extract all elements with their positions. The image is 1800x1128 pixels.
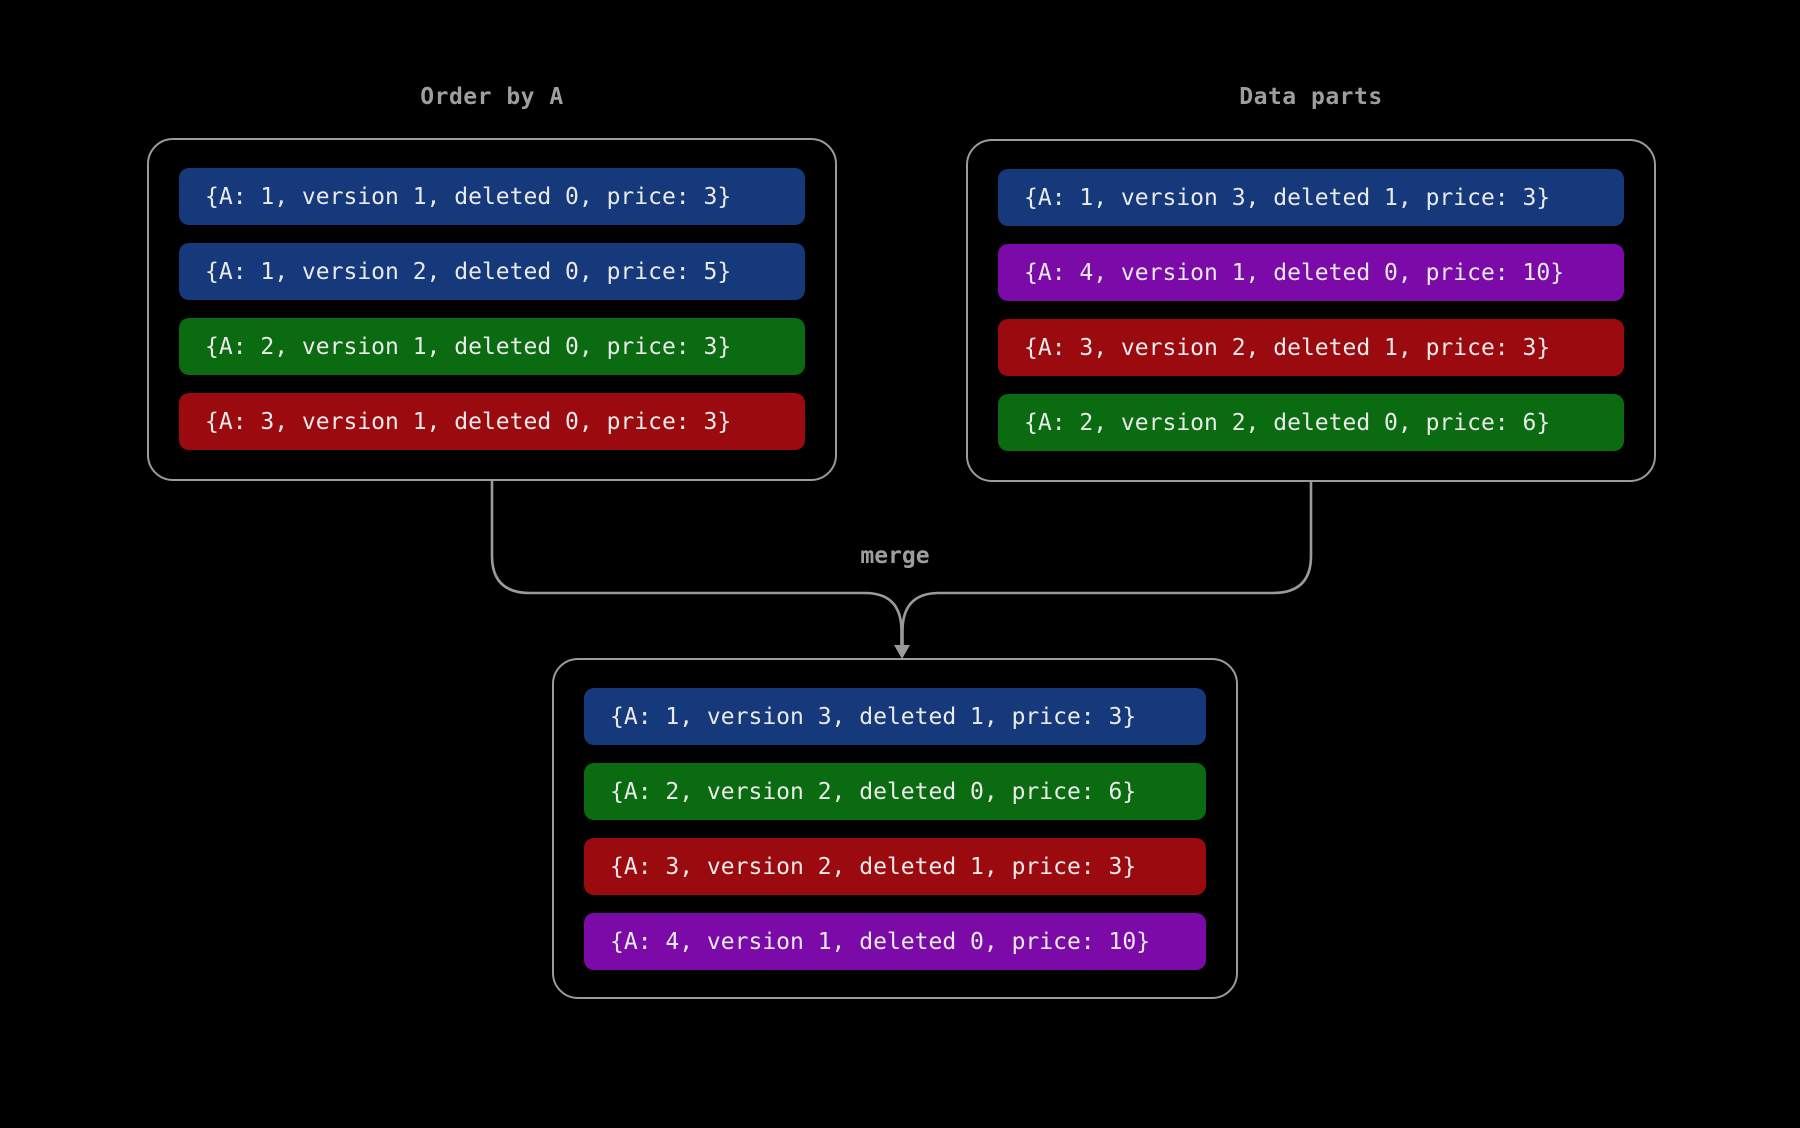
- data-part-row: {A: 3, version 2, deleted 1, price: 3}: [584, 838, 1206, 895]
- data-part-row: {A: 4, version 1, deleted 0, price: 10}: [584, 913, 1206, 970]
- right-panel-title: Data parts: [1239, 84, 1383, 110]
- right-panel-box: {A: 1, version 3, deleted 1, price: 3} {A…: [966, 139, 1656, 482]
- result-panel-box: {A: 1, version 3, deleted 1, price: 3} {A…: [552, 658, 1238, 999]
- left-panel-title: Order by A: [420, 84, 564, 110]
- data-part-row: {A: 1, version 3, deleted 1, price: 3}: [998, 169, 1624, 226]
- data-part-row: {A: 2, version 1, deleted 0, price: 3}: [179, 318, 805, 375]
- arrowhead-icon: [894, 645, 910, 659]
- data-part-row: {A: 1, version 1, deleted 0, price: 3}: [179, 168, 805, 225]
- merge-label: merge: [860, 543, 930, 569]
- data-part-row: {A: 3, version 1, deleted 0, price: 3}: [179, 393, 805, 450]
- data-part-row: {A: 4, version 1, deleted 0, price: 10}: [998, 244, 1624, 301]
- data-part-row: {A: 1, version 2, deleted 0, price: 5}: [179, 243, 805, 300]
- data-part-row: {A: 2, version 2, deleted 0, price: 6}: [584, 763, 1206, 820]
- left-panel-box: {A: 1, version 1, deleted 0, price: 3} {A…: [147, 138, 837, 481]
- data-part-row: {A: 2, version 2, deleted 0, price: 6}: [998, 394, 1624, 451]
- data-part-row: {A: 1, version 3, deleted 1, price: 3}: [584, 688, 1206, 745]
- data-part-row: {A: 3, version 2, deleted 1, price: 3}: [998, 319, 1624, 376]
